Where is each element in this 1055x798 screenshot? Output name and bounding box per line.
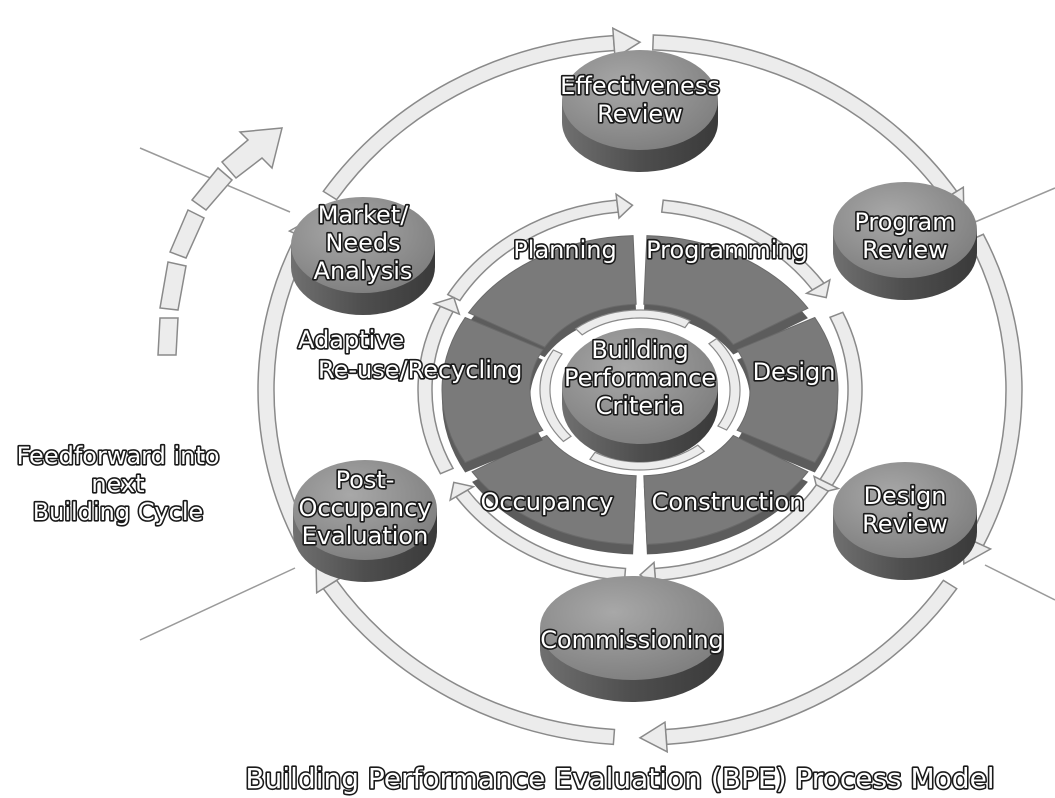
core-arrow-2 — [707, 337, 741, 431]
core-arrow-1 — [574, 309, 691, 336]
program-review-disc-top — [833, 182, 977, 278]
phase-adaptive-reuse-line-1: Adaptive — [298, 326, 404, 354]
core-arrow-4 — [539, 349, 573, 443]
center-label-line-3: Criteria — [596, 392, 685, 420]
outer-arrowhead-6 — [611, 26, 642, 60]
post-occupancy-evaluation-disc — [293, 460, 437, 582]
market-needs-analysis-label-line-2: Needs — [325, 229, 400, 257]
post-occupancy-evaluation-label-line-1: Post- — [336, 466, 395, 494]
center-disc — [562, 328, 718, 462]
effectiveness-review-disc — [562, 50, 718, 172]
inner-arrowhead-2 — [804, 278, 831, 299]
design-review-disc — [833, 462, 977, 580]
wheel-segment-5 — [471, 434, 637, 545]
feedforward-arrow — [157, 127, 283, 356]
wheel-segment-1 — [467, 235, 637, 348]
center-label-line-1: Building — [591, 336, 688, 364]
phase-adaptive-reuse-line-2: Re-use/Recycling — [318, 356, 522, 384]
core-arrow-ring — [539, 309, 741, 471]
post-occupancy-evaluation-label-line-3: Evaluation — [302, 522, 429, 550]
outer-arrow-ring — [257, 26, 1023, 754]
center-label-line-2: Performance — [564, 364, 716, 392]
commissioning-disc-top — [540, 576, 724, 680]
program-review-label-line-1: Program — [854, 208, 955, 236]
feedforward-label-line-1: Feedforward into — [17, 442, 220, 470]
design-review-disc-top — [833, 462, 977, 558]
effectiveness-review-disc-top — [562, 50, 718, 150]
effectiveness-review-label-line-1: Effectiveness — [560, 72, 720, 100]
commissioning-disc — [540, 576, 724, 702]
inner-arrowhead-5 — [449, 481, 476, 502]
post-occupancy-evaluation-label-line-2: Occupancy — [298, 494, 431, 522]
feedforward-label-line-2: next — [91, 470, 144, 498]
wheel-segment-6 — [441, 316, 544, 464]
feedforward-label-line-3: Building Cycle — [33, 498, 204, 526]
market-needs-analysis-disc — [291, 197, 435, 315]
diagram-title: Building Performance Evaluation (BPE) Pr… — [245, 762, 994, 795]
phase-occupancy-label: Occupancy — [480, 488, 613, 516]
inner-arrowhead-6 — [431, 296, 461, 316]
design-review-label-line-2: Review — [862, 510, 948, 538]
core-arrow-3 — [589, 444, 706, 471]
outer-arrow-2 — [967, 233, 1023, 547]
phase-planning-label: Planning — [513, 236, 616, 264]
program-review-disc — [833, 182, 977, 300]
market-needs-analysis-label-line-1: Market/ — [318, 201, 410, 229]
commissioning-label-line-1: Commissioning — [540, 626, 724, 654]
inner-arrowhead-1 — [615, 192, 634, 220]
program-review-label-line-2: Review — [862, 236, 948, 264]
design-review-label-line-1: Design — [864, 482, 947, 510]
wheel-segment-3 — [736, 316, 839, 464]
market-needs-analysis-disc-top — [291, 197, 435, 293]
outer-arrowhead-3 — [638, 720, 669, 754]
effectiveness-review-label-line-2: Review — [597, 100, 683, 128]
phase-design-label: Design — [753, 358, 836, 386]
phase-programming-label: Programming — [646, 236, 808, 264]
phase-wheel — [441, 235, 839, 555]
phase-construction-label: Construction — [652, 488, 805, 516]
wheel-segment-4 — [643, 434, 809, 545]
market-needs-analysis-label-line-3: Analysis — [314, 257, 413, 285]
review-nodes — [291, 50, 977, 702]
post-occupancy-evaluation-disc-top — [293, 460, 437, 560]
wheel-segment-2 — [643, 235, 809, 346]
commissioning-label: Commissioning — [540, 626, 724, 654]
